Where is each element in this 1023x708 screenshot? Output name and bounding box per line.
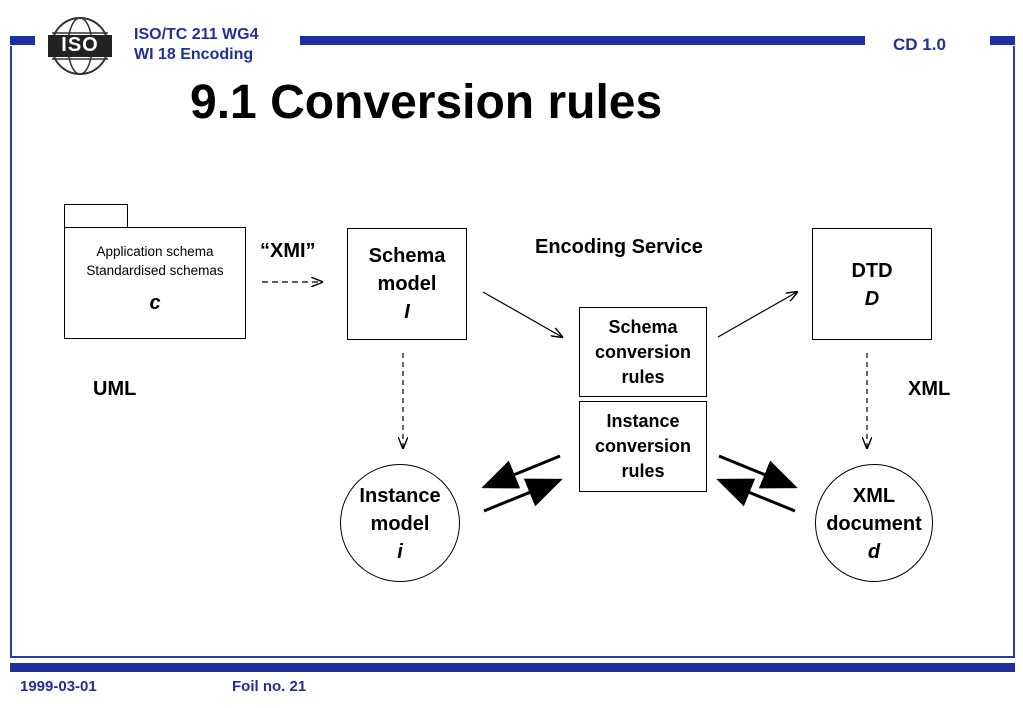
conversion-to-instance-arrow [481, 454, 561, 489]
frame-right-border [1013, 46, 1015, 656]
footer-date: 1999-03-01 [20, 678, 97, 695]
schema-model-symbol: I [404, 301, 410, 323]
instance-conversion-line3: rules [621, 461, 665, 481]
encoding-service-label: Encoding Service [535, 236, 703, 258]
package-symbol: c [149, 292, 161, 314]
conversion-to-xmldoc-arrow [718, 454, 798, 489]
header-bar-left [10, 36, 35, 45]
schema-conversion-box: Schema conversion rules [579, 307, 707, 397]
instance-conversion-line2: conversion [594, 436, 692, 456]
instance-model-circle: Instance model i [340, 464, 460, 582]
footer-line [10, 656, 1015, 658]
schema-model-line2: model [377, 273, 437, 295]
iso-logo-text: ISO [61, 34, 99, 56]
dtd-line1: DTD [851, 260, 893, 282]
package-line1: Application schema [96, 244, 214, 259]
schema-conversion-line1: Schema [608, 317, 678, 337]
instance-model-line1: Instance [359, 485, 441, 507]
instance-to-conversion-arrow [483, 478, 563, 513]
xmldoc-to-conversion-arrow [716, 478, 796, 513]
header-org-line1: ISO/TC 211 WG4 [134, 26, 259, 43]
instance-model-symbol: i [397, 541, 403, 563]
xml-document-symbol: d [867, 541, 881, 563]
xml-document-line2: document [826, 513, 922, 535]
iso-logo: ISO [44, 15, 116, 77]
version-label: CD 1.0 [893, 35, 946, 54]
xmi-label: “XMI” [260, 240, 316, 262]
schema-to-conversion-arrow [482, 291, 562, 337]
schema-model-line1: Schema [368, 245, 446, 267]
instance-conversion-line1: Instance [606, 411, 680, 431]
instance-model-line2: model [370, 513, 430, 535]
footer-foil: Foil no. 21 [232, 678, 307, 695]
application-schema-package: Application schema Standardised schemas … [64, 227, 246, 339]
schema-conversion-line3: rules [621, 367, 665, 387]
xml-label: XML [908, 378, 951, 400]
xml-document-circle: XML document d [815, 464, 933, 582]
frame-left-border [10, 46, 12, 656]
page-title: 9.1 Conversion rules [190, 76, 663, 129]
header-org: ISO/TC 211 WG4 WI 18 Encoding [134, 25, 258, 65]
header-org-line2: WI 18 Encoding [134, 46, 254, 63]
conversion-to-dtd-arrow [717, 292, 797, 338]
package-tab [64, 204, 128, 228]
instance-conversion-box: Instance conversion rules [579, 401, 707, 492]
header-bar-right [990, 36, 1015, 45]
uml-label: UML [93, 378, 137, 400]
schema-model-box: Schema model I [347, 228, 467, 340]
package-line2: Standardised schemas [86, 263, 224, 278]
dtd-box: DTD D [812, 228, 932, 340]
schema-conversion-line2: conversion [594, 342, 692, 362]
dtd-symbol: D [864, 288, 880, 310]
header-bar-middle [300, 36, 865, 45]
footer-bar [10, 663, 1015, 672]
xml-document-line1: XML [852, 485, 896, 507]
